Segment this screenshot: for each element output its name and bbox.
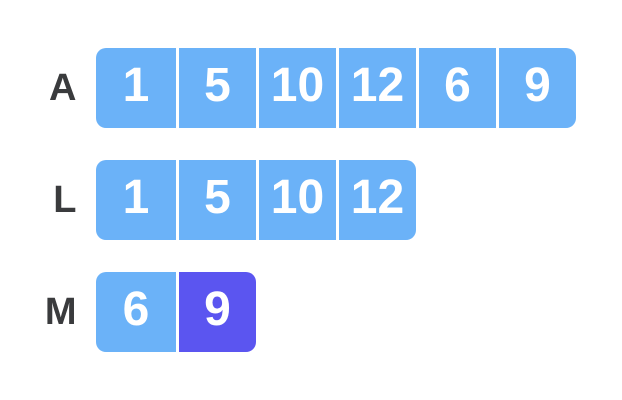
array-cell: 12 — [336, 160, 416, 240]
array-cell: 9 — [496, 48, 576, 128]
row-label-l: L — [53, 179, 77, 221]
array-cell: 1 — [96, 48, 176, 128]
array-cell: 5 — [176, 160, 256, 240]
array-cell: 5 — [176, 48, 256, 128]
array-cell: 10 — [256, 160, 336, 240]
array-cell: 10 — [256, 48, 336, 128]
array-cell-highlighted: 9 — [176, 272, 256, 352]
array-cell: 6 — [96, 272, 176, 352]
array-cell: 6 — [416, 48, 496, 128]
row-label-m: M — [44, 291, 77, 333]
array-cell: 1 — [96, 160, 176, 240]
row-label-a: A — [49, 67, 77, 109]
array-cell: 12 — [336, 48, 416, 128]
